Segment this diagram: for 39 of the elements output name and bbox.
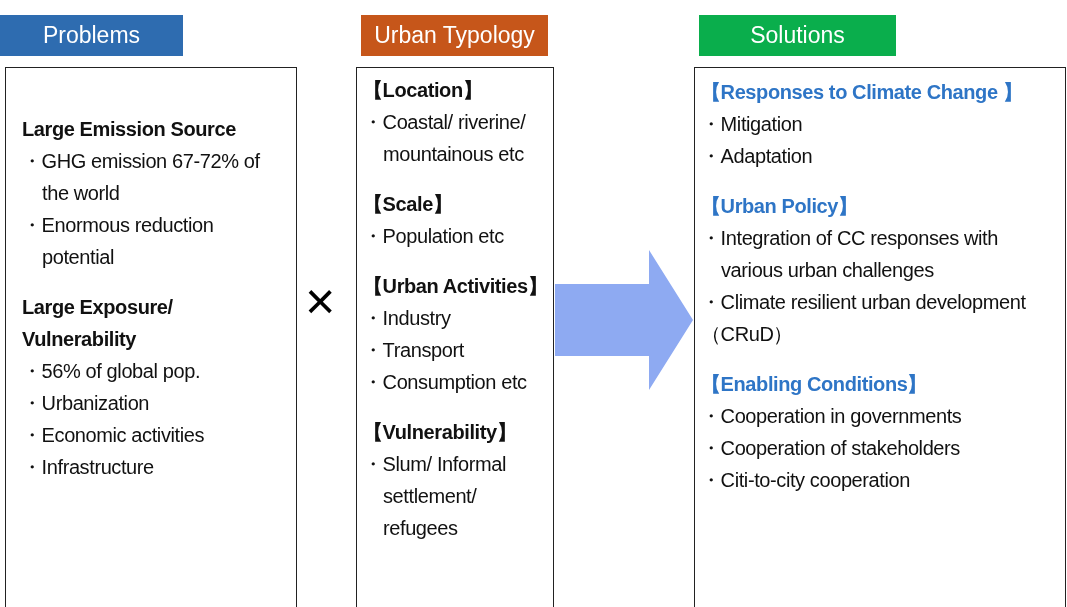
bullet-text: ・Infrastructure: [22, 455, 155, 480]
section-heading: Large Emission Source: [22, 117, 237, 142]
bullet-text: ・Population etc: [363, 224, 505, 249]
section-heading: 【Location】: [363, 78, 484, 103]
header-title: Problems: [42, 22, 141, 49]
section-heading: 【Enabling Conditions】: [701, 372, 929, 397]
bullet-text: ・GHG emission 67-72% of the world: [22, 149, 261, 206]
content-panel: [356, 67, 554, 607]
bullet-text: ・Enormous reduction potential: [22, 213, 215, 270]
section-heading: 【Responses to Climate Change 】: [701, 80, 1024, 105]
content-panel: [694, 67, 1066, 607]
bullet-text: ・Slum/ Informal settlement/ refugees: [363, 452, 507, 541]
section-heading: Large Exposure/ Vulnerability: [22, 295, 174, 352]
header-title: Solutions: [750, 22, 845, 49]
column-header: [699, 15, 896, 56]
bullet-text: ・Industry: [363, 306, 452, 331]
section-heading: 【Urban Policy】: [701, 194, 859, 219]
multiply-sign: ×: [305, 275, 336, 327]
block-arrow: [555, 250, 693, 390]
column-header: [361, 15, 548, 56]
header-title: Urban Typology: [374, 22, 535, 49]
bullet-text: ・Cooperation in governments: [701, 404, 963, 429]
bullet-text: ・Integration of CC responses with various urban challenges: [701, 226, 999, 283]
bullet-text: ・Consumption etc: [363, 370, 528, 395]
section-heading: 【Urban Activities】: [363, 274, 549, 299]
section-heading: 【Scale】: [363, 192, 454, 217]
bullet-text: ・Urbanization: [22, 391, 151, 416]
bullet-text: ・Coastal/ riverine/ mountainous etc: [363, 110, 527, 167]
bullet-text: ・Economic activities: [22, 423, 206, 448]
bullet-text: ・Transport: [363, 338, 465, 363]
bullet-text: ・56% of global pop.: [22, 359, 202, 384]
bullet-text: ・Citi-to-city cooperation: [701, 468, 911, 493]
section-heading: 【Vulnerability】: [363, 420, 518, 445]
bullet-text: ・Adaptation: [701, 144, 814, 169]
bullet-text: ・Climate resilient urban development（CRuD）: [701, 290, 1027, 347]
content-panel: [5, 67, 297, 607]
column-header: [0, 15, 183, 56]
bullet-text: ・Mitigation: [701, 112, 804, 137]
bullet-text: ・Cooperation of stakeholders: [701, 436, 961, 461]
